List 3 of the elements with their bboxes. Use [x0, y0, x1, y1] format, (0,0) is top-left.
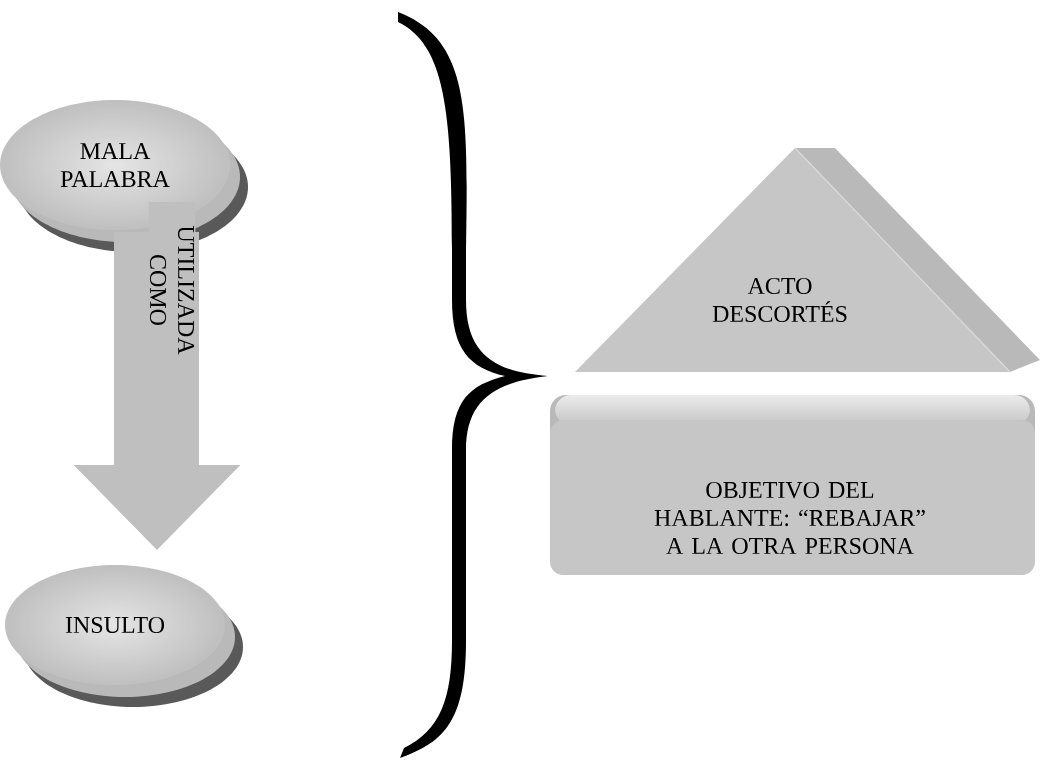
- rounded-slab: OBJETIVO DEL HABLANTE: “REBAJAR” A LA OTRA PERSONA: [550, 395, 1035, 575]
- triangle-prism: ACTO DESCORTÉS: [575, 147, 1040, 373]
- edge-label: UTILIZADA COMO: [148, 202, 196, 378]
